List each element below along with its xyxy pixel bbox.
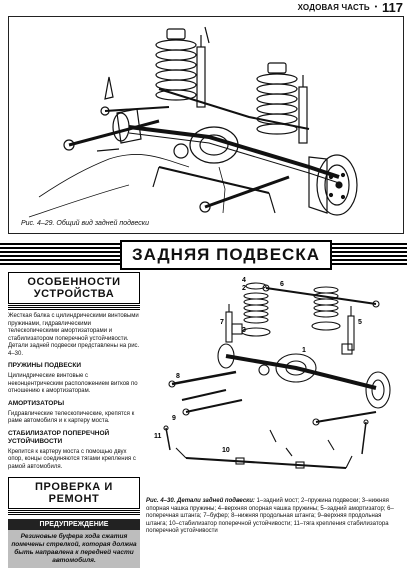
stabilizer-heading-line1: СТАБИЛИЗАТОР ПОПЕРЕЧНОЙ [8,429,110,437]
text-column: ОСОБЕННОСТИ УСТРОЙСТВА Жесткая балка с ц… [8,272,140,568]
right-brake-drum [308,154,358,216]
features-heading-line1: ОСОБЕННОСТИ [27,276,121,288]
shock-right [347,315,355,351]
header-section-title: ХОДОВАЯ ЧАСТЬ [297,2,370,12]
header-bullet: • [373,3,379,11]
label-part-10: 10 [222,447,230,454]
stabilizer-text: Крепится к картеру моста с помощью двух … [8,448,136,470]
label-part-8: 8 [176,373,180,380]
springs-text: Цилиндрические винтовые с неконцентричес… [8,373,138,394]
stabilizer-heading-line2: УСТОЙЧИВОСТИ [8,437,63,445]
figure-suspension-parts: 2 3 4 5 6 7 8 9 10 11 1 Рис. 4–30. Детал… [146,272,404,568]
left-shock-absorber [196,46,206,108]
label-part-7: 7 [220,319,224,326]
spring-right [313,286,339,318]
features-heading-line2: УСТРОЙСТВА [33,288,115,300]
banner-hatch-left [0,243,120,267]
label-part-1: 1 [302,347,306,354]
warning-text: Резиновые буфера хода сжатия помечены ст… [8,530,140,568]
shocks-heading: АМОРТИЗАТОРЫ [8,399,65,407]
heading-hatch [8,305,140,310]
springs-heading: ПРУЖИНЫ ПОДВЕСКИ [8,362,82,369]
check-repair-heading: ПРОВЕРКА И РЕМОНТ [8,477,140,509]
stabilizer-heading: СТАБИЛИЗАТОР ПОПЕРЕЧНОЙ УСТОЙЧИВОСТИ [8,430,140,446]
check-hatch [8,510,140,515]
page-number: 117 [382,0,403,15]
right-coil-spring [256,62,298,135]
spring-left [243,292,269,324]
figure-caption-bottom-text: 1–задний мост; 2–пружина подвески; 3–ниж… [146,498,394,534]
label-part-3: 3 [242,327,246,334]
right-shock-absorber [298,86,308,144]
rear-suspension-drawing [28,26,358,218]
section-title: ЗАДНЯЯ ПОДВЕСКА [120,240,332,270]
label-part-4: 4 [242,277,246,284]
warning-label: ПРЕДУПРЕЖДЕНИЕ [8,519,140,530]
label-part-9: 9 [172,415,176,422]
figure-rear-suspension-overview: Рис. 4–29. Общий вид задней подвески [8,16,404,234]
left-coil-spring [155,28,197,101]
label-part-11: 11 [154,433,162,440]
exploded-parts-drawing: 2 3 4 5 6 7 8 9 10 11 1 [154,277,391,469]
label-part-5: 5 [358,319,362,326]
features-heading: ОСОБЕННОСТИ УСТРОЙСТВА [8,272,140,304]
figure-caption-bottom-title: Рис. 4–30. Детали задней подвески: [146,498,255,504]
figure-caption-top: Рис. 4–29. Общий вид задней подвески [21,220,149,227]
figure-caption-bottom: Рис. 4–30. Детали задней подвески: 1–зад… [146,498,404,536]
section-banner: ЗАДНЯЯ ПОДВЕСКА [0,240,407,270]
label-part-6: 6 [280,281,284,288]
running-header: ХОДОВАЯ ЧАСТЬ • 117 [0,0,407,15]
label-part-2: 2 [242,285,246,292]
shocks-text: Гидравлические телескопические, крепятся… [8,410,135,425]
shock-left [225,311,233,343]
banner-hatch-right [331,243,407,267]
features-intro: Жесткая балка с цилиндрическими винтовым… [8,313,140,357]
